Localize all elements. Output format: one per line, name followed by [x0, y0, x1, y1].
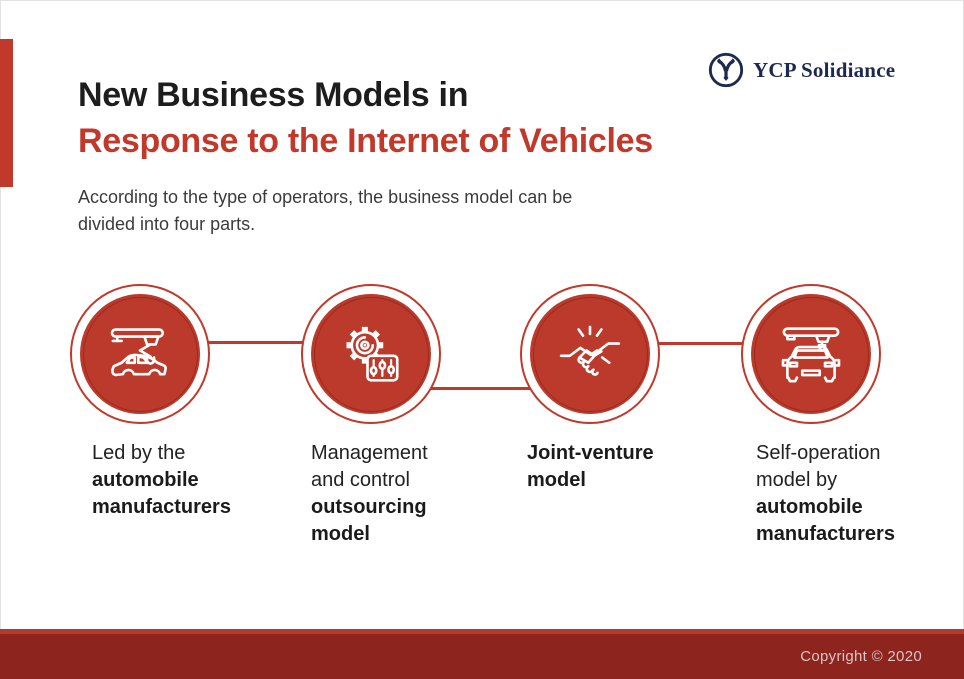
model-label-line: manufacturers: [92, 496, 231, 518]
model-label-line: outsourcing: [311, 496, 427, 518]
connector-line-2: [428, 387, 533, 390]
ycp-monogram-icon: [708, 52, 744, 88]
footer-bar: Copyright © 2020: [0, 634, 964, 679]
model-circle-3: [520, 284, 660, 424]
subtitle-line-1: According to the type of operators, the …: [78, 187, 573, 207]
connector-line-3: [648, 342, 753, 345]
model-label-line: automobile: [756, 496, 863, 518]
connector-line-1: [195, 341, 320, 344]
red-accent-bar: [0, 39, 13, 187]
slide-subtitle: According to the type of operators, the …: [78, 184, 572, 238]
car-lift-crane-icon: [781, 327, 841, 383]
model-disc-4: [751, 294, 871, 414]
model-label-line: model: [527, 469, 586, 491]
model-label-line: and control: [311, 469, 410, 491]
model-circle-4: [741, 284, 881, 424]
model-label: Led by the automobile manufacturers: [92, 440, 231, 521]
robotic-arm-car-assembly-icon: [110, 328, 167, 377]
gear-control-panel-icon: [346, 326, 399, 382]
slide-title: New Business Models in Response to the I…: [78, 72, 653, 164]
model-label-line: Joint-venture: [527, 442, 654, 464]
model-label-line: Management: [311, 442, 428, 464]
model-item-4: Self-operation model by automobile manufact…: [741, 284, 964, 545]
model-circle-1: [70, 284, 210, 424]
model-label-line: model: [311, 523, 370, 545]
model-disc-3: [530, 294, 650, 414]
model-label-line: Led by the: [92, 442, 186, 464]
model-disc-2: [311, 294, 431, 414]
brand-logo: YCP Solidiance: [707, 51, 895, 89]
model-item-2: Management and control outsourcing model: [301, 284, 531, 545]
model-label: Management and control outsourcing model: [311, 440, 428, 548]
title-line-1: New Business Models in: [78, 76, 469, 114]
model-label-line: manufacturers: [756, 523, 895, 545]
title-line-2: Response to the Internet of Vehicles: [78, 122, 653, 160]
copyright-text: Copyright © 2020: [800, 648, 922, 665]
model-item-1: Led by the automobile manufacturers: [70, 284, 300, 518]
model-label-line: Self-operation: [756, 442, 881, 464]
handshake-icon: [559, 325, 621, 376]
footer-accent-strip: [0, 629, 964, 634]
model-label-line: model by: [756, 469, 838, 491]
model-label-line: automobile: [92, 469, 199, 491]
model-label: Self-operation model by automobile manufact…: [756, 440, 895, 548]
model-circle-2: [301, 284, 441, 424]
model-disc-1: [80, 294, 200, 414]
brand-name: YCP Solidiance: [753, 57, 896, 82]
model-item-3: Joint-venture model: [520, 284, 750, 491]
model-label: Joint-venture model: [527, 440, 654, 494]
subtitle-line-2: divided into four parts.: [78, 214, 256, 234]
